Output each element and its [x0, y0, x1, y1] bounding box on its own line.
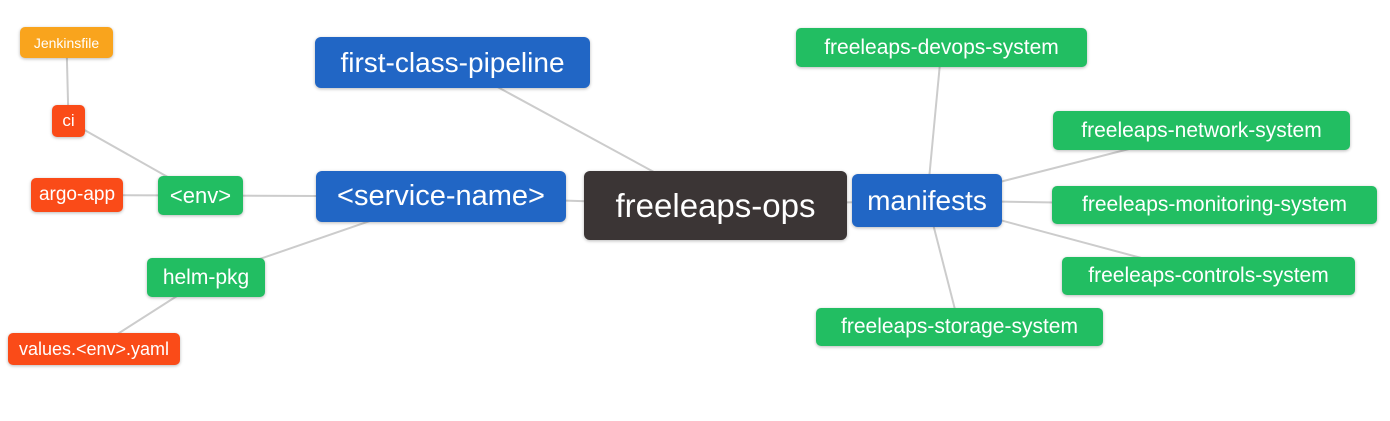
node-first-class-pipeline-label: first-class-pipeline	[340, 46, 565, 78]
node-freeleaps-monitoring-system[interactable]: freeleaps-monitoring-system	[1052, 186, 1377, 224]
node-freeleaps-network-system-label: freeleaps-network-system	[1081, 118, 1322, 142]
node-service-name[interactable]: <service-name>	[316, 171, 566, 222]
node-jenkinsfile[interactable]: Jenkinsfile	[20, 27, 113, 58]
node-ci-label: ci	[62, 111, 75, 130]
node-freeleaps-storage-system[interactable]: freeleaps-storage-system	[816, 308, 1103, 346]
node-manifests[interactable]: manifests	[852, 174, 1002, 227]
node-values-env-yaml-label: values.<env>.yaml	[18, 338, 170, 359]
node-freeleaps-devops-system-label: freeleaps-devops-system	[824, 35, 1059, 59]
node-argo-app-label: argo-app	[38, 184, 116, 205]
node-freeleaps-monitoring-system-label: freeleaps-monitoring-system	[1082, 193, 1347, 216]
node-ci[interactable]: ci	[52, 105, 85, 137]
node-freeleaps-ops-label: freeleaps-ops	[615, 186, 816, 224]
node-freeleaps-network-system[interactable]: freeleaps-network-system	[1053, 111, 1350, 150]
node-freeleaps-controls-system-label: freeleaps-controls-system	[1088, 264, 1329, 287]
node-manifests-label: manifests	[867, 184, 987, 216]
node-helm-pkg[interactable]: helm-pkg	[147, 258, 265, 297]
node-values-env-yaml[interactable]: values.<env>.yaml	[8, 333, 180, 365]
node-helm-pkg-label: helm-pkg	[162, 265, 250, 289]
node-freeleaps-ops-root[interactable]: freeleaps-ops	[584, 171, 847, 240]
node-freeleaps-controls-system[interactable]: freeleaps-controls-system	[1062, 257, 1355, 295]
node-jenkinsfile-label: Jenkinsfile	[33, 34, 100, 51]
node-first-class-pipeline[interactable]: first-class-pipeline	[315, 37, 590, 88]
node-env-label: <env>	[169, 182, 232, 208]
node-freeleaps-devops-system[interactable]: freeleaps-devops-system	[796, 28, 1087, 67]
node-service-name-label: <service-name>	[337, 180, 545, 212]
node-env[interactable]: <env>	[158, 176, 243, 215]
node-freeleaps-storage-system-label: freeleaps-storage-system	[841, 315, 1078, 338]
node-argo-app[interactable]: argo-app	[31, 178, 123, 212]
